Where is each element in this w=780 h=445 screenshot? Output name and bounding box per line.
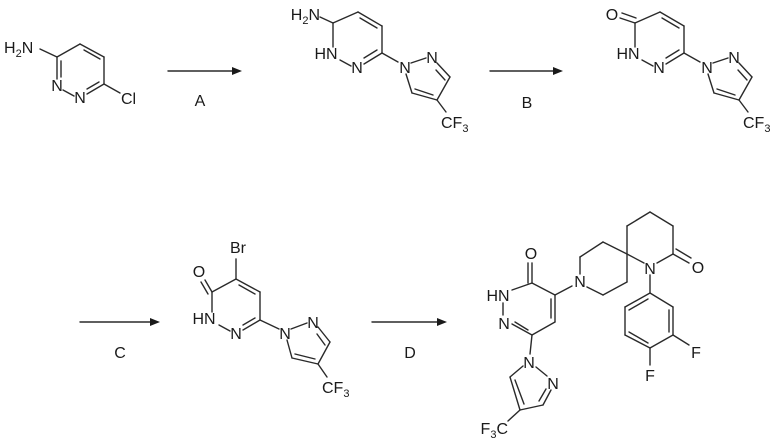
reaction-arrow-b: B — [490, 67, 563, 112]
arrowhead-icon — [150, 318, 160, 326]
cf3-label: CF3 — [441, 115, 468, 135]
arrowhead-icon — [437, 318, 447, 326]
molecule-final-product: O HN N N N F3C N N O F F — [481, 212, 705, 441]
nitrogen-label: N — [230, 326, 242, 343]
nh-label: HN — [486, 288, 509, 305]
chlorine-label: Cl — [121, 91, 136, 108]
nh-label: HN — [616, 46, 639, 63]
reaction-arrow-c: C — [80, 318, 160, 362]
amine-label: H2N — [291, 7, 320, 27]
reaction-arrow-d: D — [372, 318, 447, 362]
pyrazole-n2-label: N — [426, 50, 438, 67]
nitrogen-label: N — [653, 60, 665, 77]
cf3-label: CF3 — [322, 380, 349, 400]
amine-label: H2N — [4, 40, 33, 60]
cf3-label: CF3 — [743, 115, 770, 135]
bromine-label: Br — [230, 240, 247, 257]
oxygen-label: O — [606, 7, 618, 24]
step-label-d: D — [404, 345, 416, 362]
cf3-label: F3C — [481, 421, 508, 441]
lactam-nitrogen-label: N — [644, 261, 656, 278]
fluorine-label: F — [645, 368, 655, 385]
pyrazole-n2-label: N — [307, 315, 319, 332]
nitrogen-label: N — [74, 90, 86, 107]
pyrazole-n1-label: N — [701, 60, 713, 77]
pyrazole-n1-label: N — [279, 326, 291, 343]
step-label-a: A — [195, 93, 206, 110]
nh-label: HN — [314, 46, 337, 63]
step-label-b: B — [522, 95, 533, 112]
reaction-arrow-a: A — [168, 67, 242, 110]
piperidine-nitrogen-label: N — [574, 274, 586, 291]
fluorine-label: F — [691, 345, 701, 362]
oxygen-label: O — [525, 246, 537, 263]
nitrogen-label: N — [51, 78, 63, 95]
oxygen-label: O — [193, 264, 205, 281]
molecule-intermediate-2: O HN N N N CF3 — [606, 7, 771, 135]
pyrazole-n1-label: N — [399, 60, 411, 77]
pyrazole-n2-label: N — [547, 376, 559, 393]
pyrazole-n2-label: N — [728, 50, 740, 67]
nitrogen-label: N — [351, 60, 363, 77]
molecule-intermediate-1: H2N HN N N N CF3 — [291, 7, 469, 135]
step-label-c: C — [114, 345, 126, 362]
nitrogen-label: N — [498, 316, 510, 333]
pyrazole-n1-label: N — [523, 355, 535, 372]
molecule-intermediate-3: Br O HN N N N CF3 — [192, 240, 349, 400]
arrowhead-icon — [232, 67, 242, 75]
molecule-aminochloropyridazine: H2N N N Cl — [4, 40, 136, 108]
lactam-oxygen-label: O — [692, 260, 704, 277]
arrowhead-icon — [553, 67, 563, 75]
nh-label: HN — [192, 311, 215, 328]
